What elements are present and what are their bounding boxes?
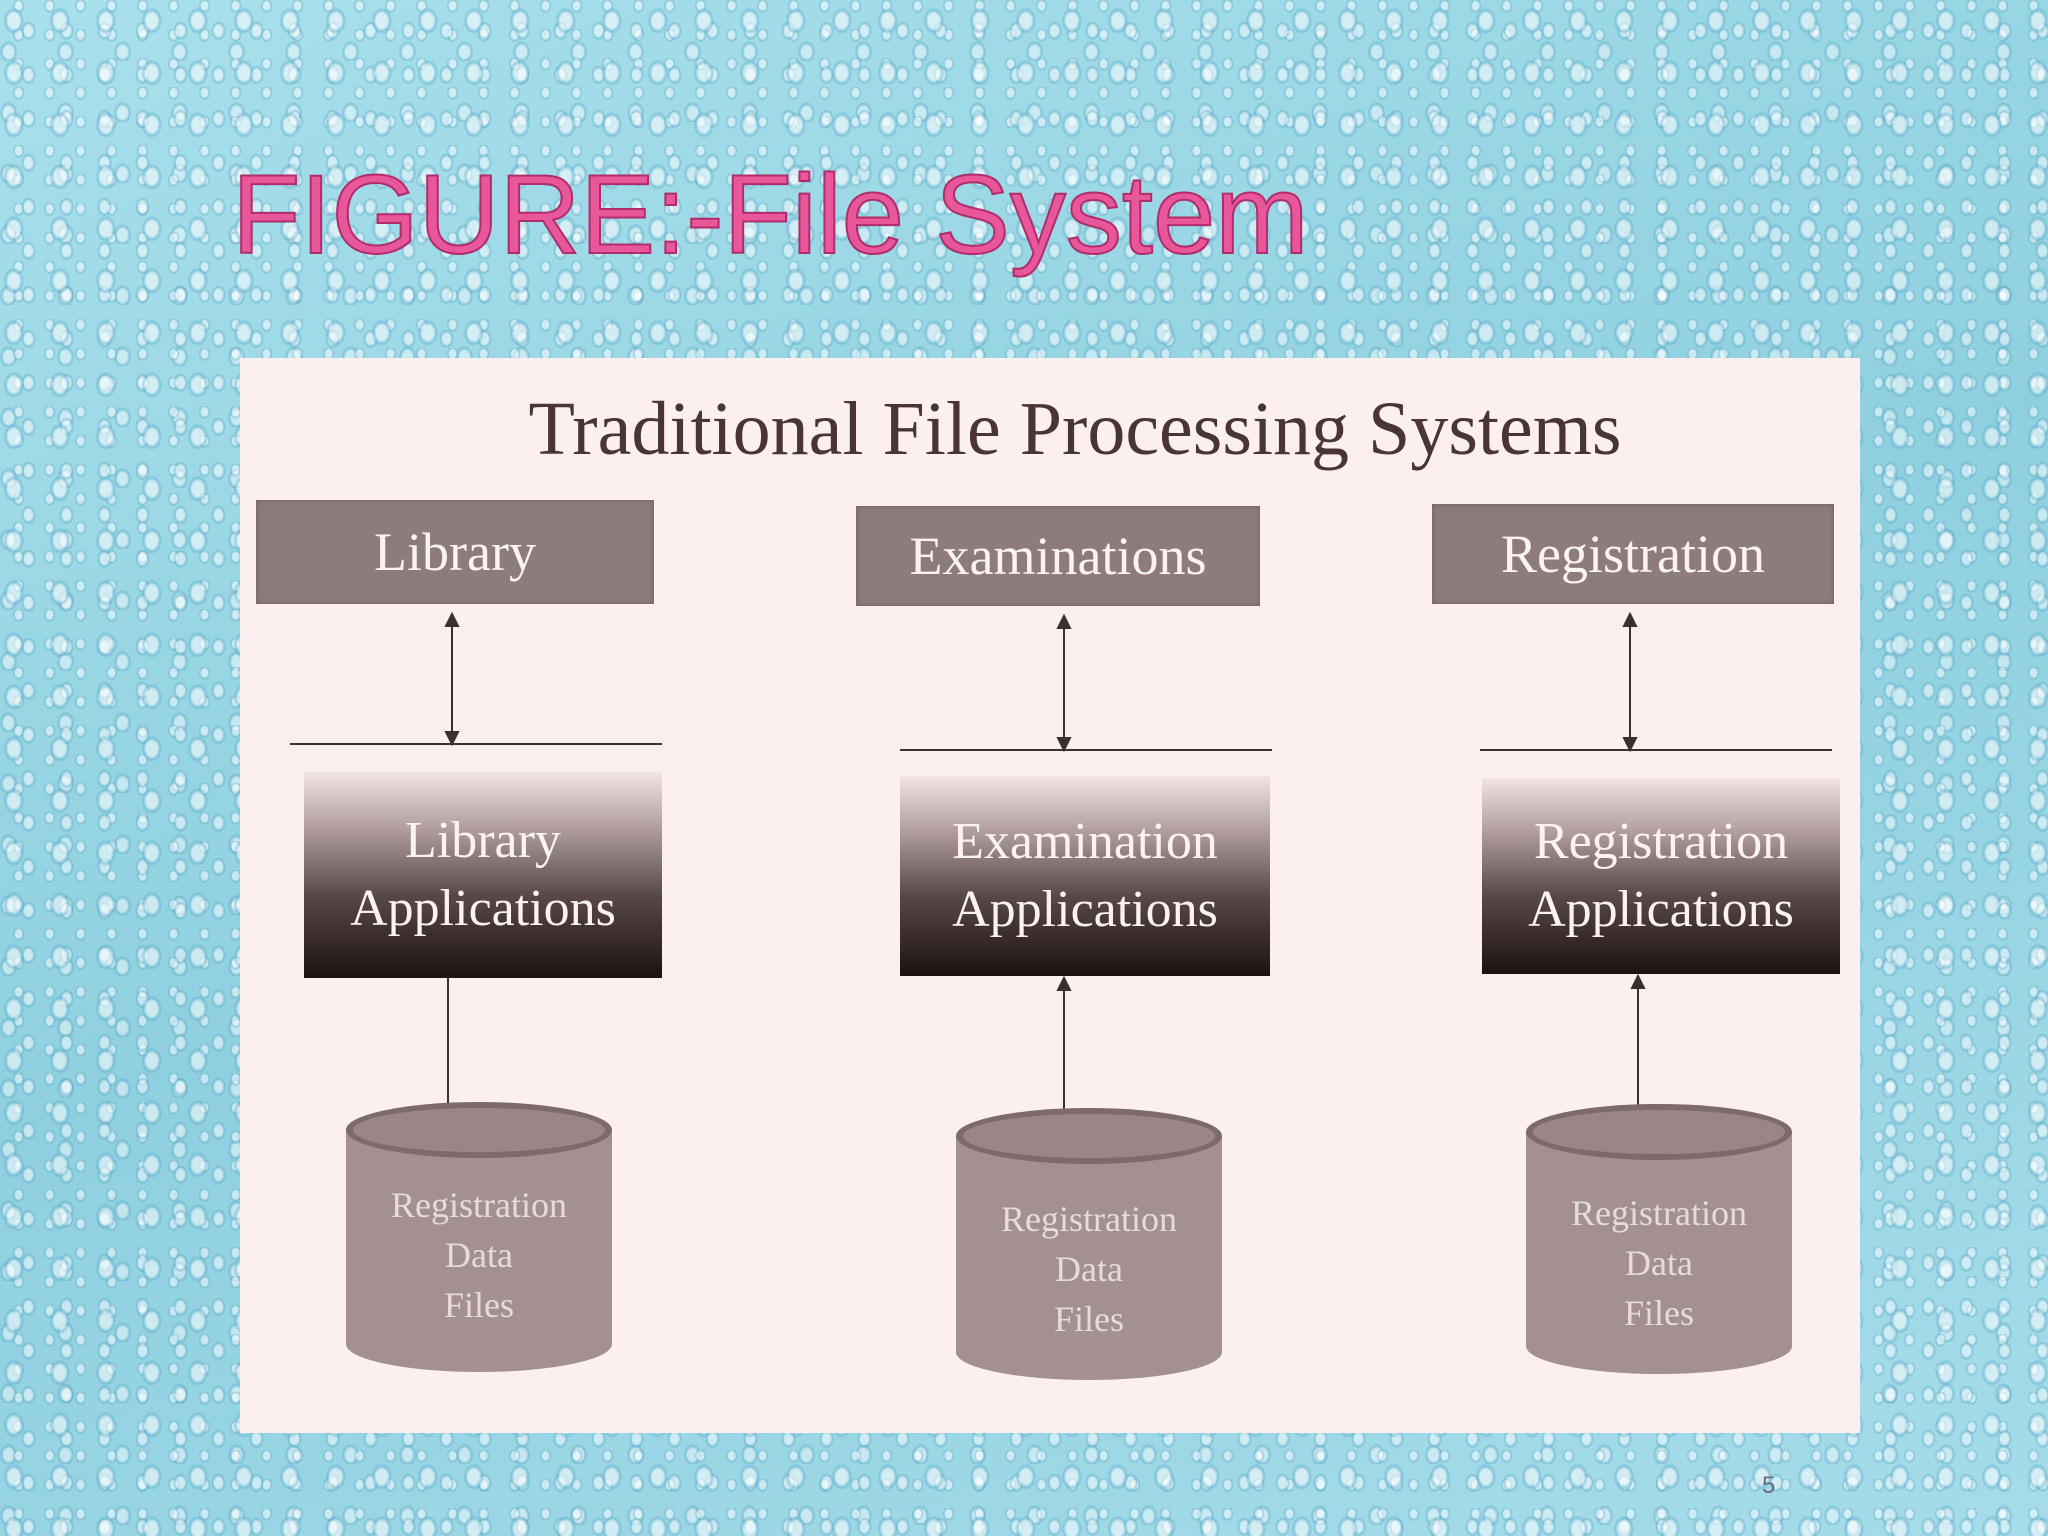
arrowhead-up-icon <box>1622 611 1638 627</box>
arrowhead-down-icon <box>1056 737 1072 753</box>
data-files-label-line: Data <box>1055 1249 1123 1289</box>
application-label-line: Registration <box>1533 813 1789 870</box>
data-files-label-line: Data <box>1625 1243 1693 1283</box>
data-files-label-line: Registration <box>1571 1193 1747 1233</box>
data-files-label-registration: Registration Data Files <box>1526 1188 1792 1338</box>
data-files-label-library: Registration Data Files <box>346 1180 612 1330</box>
arrowhead-up-icon <box>1630 973 1646 989</box>
application-label-line: Examination <box>952 813 1218 870</box>
application-label-line: Applications <box>1528 881 1794 938</box>
application-label-line: Applications <box>952 881 1218 938</box>
data-cylinder-icon <box>346 1102 612 1372</box>
data-files-label-line: Data <box>445 1235 513 1275</box>
diagram-title: Traditional File Processing Systems <box>528 387 1622 471</box>
slide-title: FIGURE:-File System <box>231 151 1310 278</box>
data-files-label-examinations: Registration Data Files <box>956 1194 1222 1344</box>
data-files-label-line: Files <box>1053 1299 1124 1339</box>
file-system-diagram: Traditional File Processing Systems Libr… <box>240 358 1860 1433</box>
department-box-library: Library <box>256 500 654 604</box>
arrowhead-up-icon <box>444 611 460 627</box>
data-files-label-line: Registration <box>391 1185 567 1225</box>
application-label-line: Applications <box>350 880 616 937</box>
data-cylinder-icon <box>1526 1104 1792 1374</box>
data-cylinder-icon <box>956 1108 1222 1380</box>
arrowhead-down-icon <box>1622 737 1638 753</box>
diagram-connectors <box>290 611 1832 1380</box>
arrowhead-up-icon <box>1056 613 1072 629</box>
data-files-label-line: Files <box>443 1285 514 1325</box>
application-box-registration: Registration Applications <box>1482 778 1840 974</box>
data-files-label-line: Files <box>1623 1293 1694 1333</box>
application-box-examinations: Examination Applications <box>900 776 1270 976</box>
department-box-examinations: Examinations <box>856 506 1260 606</box>
arrowhead-down-icon <box>444 731 460 747</box>
arrowhead-up-icon <box>1056 975 1072 991</box>
data-files-label-line: Registration <box>1001 1199 1177 1239</box>
application-label-line: Library <box>405 812 561 869</box>
application-box-library: Library Applications <box>304 772 662 978</box>
page-number: 5 <box>1762 1472 1776 1499</box>
department-box-registration: Registration <box>1432 504 1834 604</box>
